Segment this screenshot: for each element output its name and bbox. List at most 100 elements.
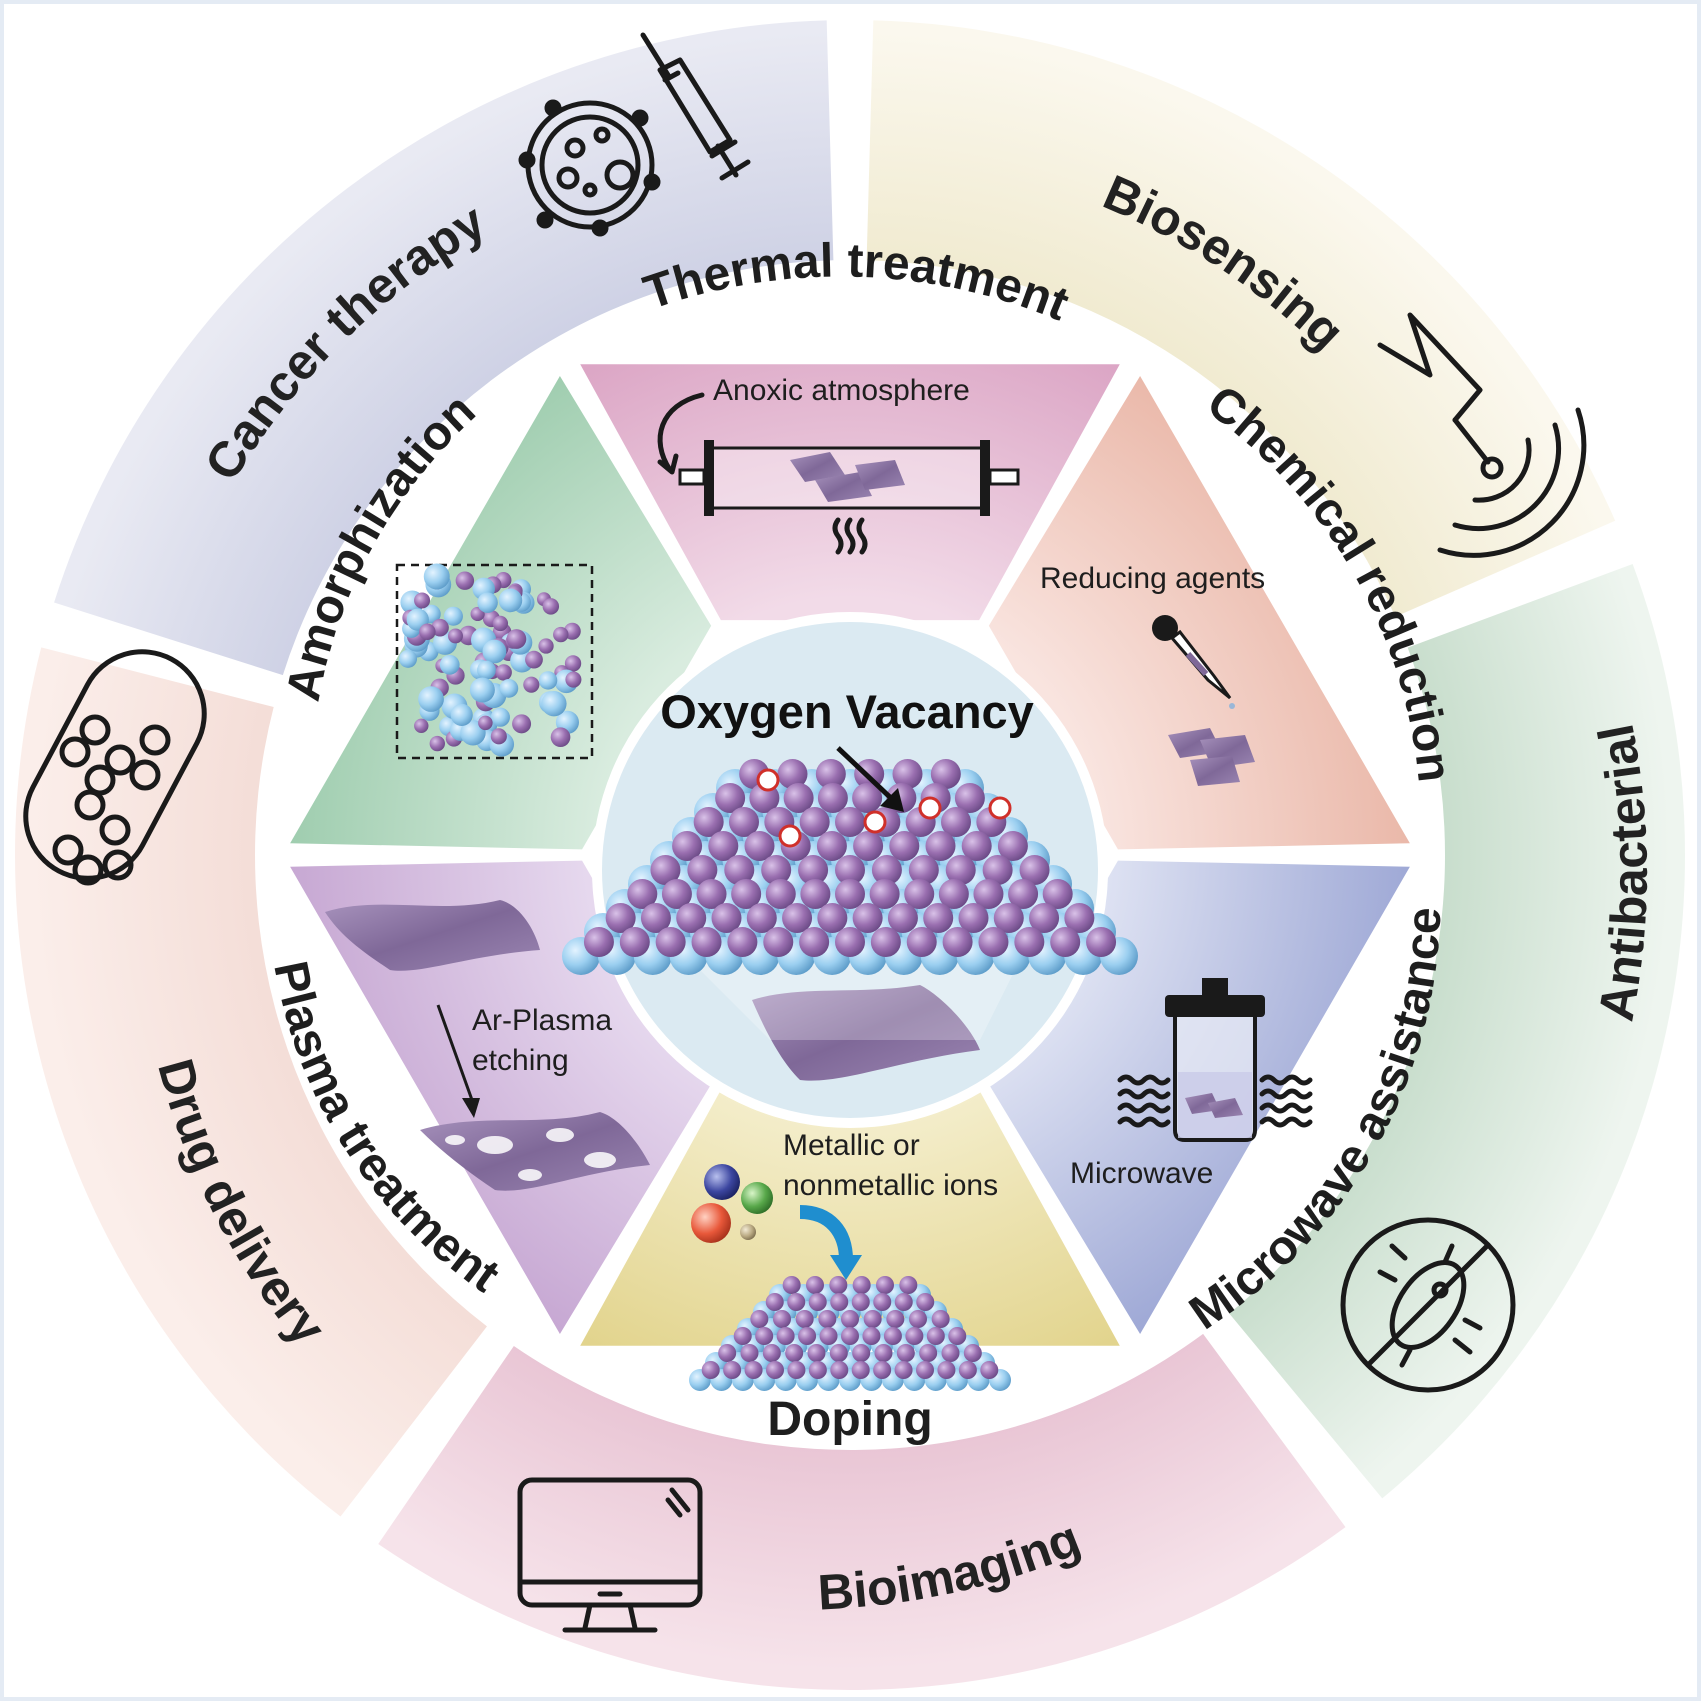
atom-sphere [816,831,847,861]
atom-sphere [925,831,956,861]
atom-sphere [499,678,519,698]
atom-sphere [819,1327,838,1345]
atom-sphere [762,1344,781,1362]
doping-label: Doping [767,1393,932,1446]
atom-sphere [863,1310,882,1328]
atom-sphere [808,1293,827,1311]
atom-sphere [906,927,937,957]
atom-sphere [523,676,540,693]
atom-sphere [941,1344,960,1362]
atom-sphere [876,1276,894,1294]
ion-sphere [741,1182,773,1214]
atom-sphere [818,1310,837,1328]
doping-note-line2: nonmetallic ions [783,1169,998,1202]
atom-sphere [829,1276,848,1294]
atom-sphere [916,1293,935,1311]
reducing-agents-note: Reducing agents [1040,562,1265,595]
atom-sphere [676,903,707,933]
vacancy-arrow [836,746,895,802]
atom-sphere [495,664,512,681]
atom-sphere [835,879,865,909]
atom-sphere [482,639,507,664]
atom-sphere [723,1361,742,1379]
vacancy-site [918,796,942,820]
sheet-before [325,900,540,971]
atom-sphere [1008,879,1039,909]
ion-sphere [704,1164,740,1200]
atom-sphere [835,855,865,885]
atom-sphere [744,831,775,861]
vacancy-site [863,810,887,834]
atom-sphere [765,879,796,909]
atom-sphere [490,707,510,727]
atom-sphere [874,1344,893,1362]
atom-sphere [963,1344,982,1362]
atom-sphere [439,654,460,675]
atom-sphere [961,831,992,861]
doping-segment [580,1089,1120,1346]
atom-sphere [852,1344,871,1362]
atom-sphere [619,927,650,957]
atom-sphere [477,592,498,613]
flask-icon: Microwave [1070,978,1313,1190]
vacancy-site [988,796,1012,820]
atom-sphere [807,1344,826,1362]
atom-sphere [869,879,900,909]
atom-sphere [761,855,792,885]
atom-sphere [477,660,496,680]
atom-sphere [892,759,923,789]
atom-sphere [776,1327,795,1345]
atom-sphere [605,903,636,933]
atom-sphere [954,783,985,813]
atom-sphere [806,1276,824,1294]
atom-sphere [724,855,755,885]
atom-sphere [718,1344,737,1362]
atom-sphere [1029,903,1060,933]
atom-sphere [904,879,935,909]
chemical-reduction-segment [988,375,1410,850]
atom-sphere [926,1327,945,1345]
atom-sphere [672,831,703,861]
atom-sphere [731,879,762,909]
vacancy-arrowhead [880,788,904,812]
atom-sphere [980,1361,999,1379]
atom-sphere [423,563,450,590]
atom-sphere [773,1310,791,1328]
atom-sphere [538,671,558,690]
atom-sphere [887,903,918,933]
atom-sphere [1014,927,1045,957]
atom-sphere [525,650,543,669]
atom-sphere [538,638,554,654]
atom-sphere [795,1310,814,1328]
atom-sphere [978,927,1009,957]
atom-sphere [817,783,848,813]
atom-sphere [765,1293,784,1311]
atom-sphere [650,855,681,885]
anoxic-atmosphere-note: Anoxic atmosphere [713,374,970,407]
atom-sphere [815,759,846,789]
atom-sphere [853,831,884,861]
atom-sphere [414,592,431,609]
atom-sphere [841,1310,859,1328]
atom-sphere [930,759,961,789]
atom-sphere [469,677,495,703]
atom-sphere [870,927,901,957]
atom-sphere [687,855,718,885]
atom-sphere [443,606,463,626]
atom-sphere [431,618,449,637]
atom-sphere [945,855,976,885]
oxygen-vacancy-title: Oxygen Vacancy [660,685,1034,738]
atom-sphere [583,927,614,957]
vacancy-site [778,824,802,848]
doping-lattice [689,1276,1011,1391]
atom-sphere [1019,855,1050,885]
atom-sphere [729,807,759,837]
atom-sphere [830,1361,849,1379]
plasma-note-line1: Ar-Plasma [472,1004,612,1037]
doping-illustration: Metallic or nonmetallic ions [689,1129,1011,1391]
atom-sphere [744,1361,763,1379]
atom-sphere [883,1327,902,1345]
cancer-therapy-segment [54,20,834,676]
no-bacteria-icon [1340,1217,1516,1393]
